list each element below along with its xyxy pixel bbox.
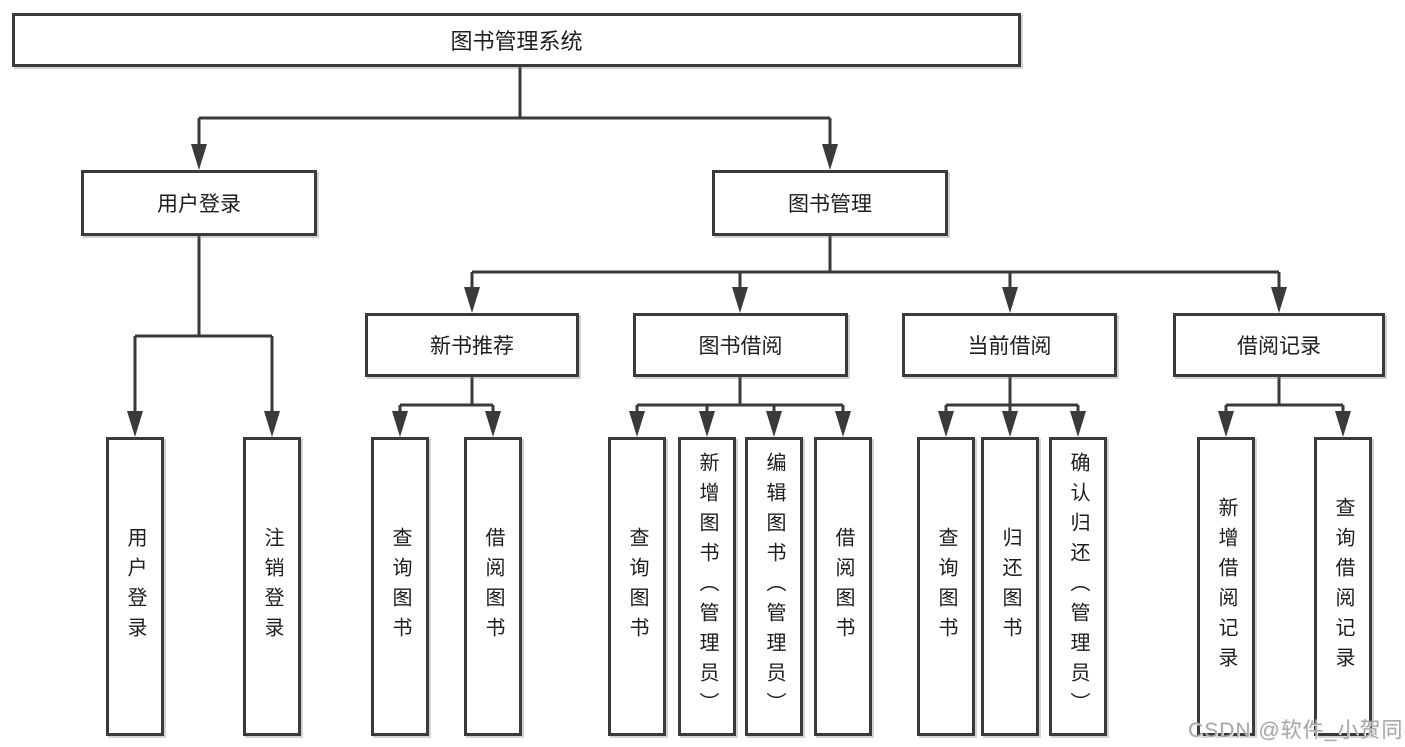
leaf-label: 查询图书 [935, 526, 957, 647]
leaf-borrowing-query-books: 查询图书 [608, 437, 666, 736]
leaf-records-add-record: 新增借阅记录 [1197, 437, 1255, 736]
node-current-borrowing: 当前借阅 [902, 313, 1117, 377]
leaf-label: 编辑图书（管理员） [763, 451, 785, 722]
node-label: 当前借阅 [967, 335, 1052, 358]
leaf-label: 归还图书 [999, 526, 1021, 647]
leaf-logout: 注销登录 [243, 437, 301, 736]
node-borrowing-records: 借阅记录 [1173, 313, 1385, 377]
leaf-newbooks-query-books: 查询图书 [371, 437, 429, 736]
leaf-label: 用户登录 [124, 526, 146, 647]
node-label: 新书推荐 [430, 335, 514, 358]
node-label: 图书管理系统 [450, 29, 583, 54]
node-book-borrowing: 图书借阅 [633, 313, 848, 377]
leaf-current-return-books: 归还图书 [981, 437, 1039, 736]
leaf-label: 查询图书 [389, 526, 411, 647]
node-book-management: 图书管理 [712, 170, 948, 236]
leaf-label: 确认归还（管理员） [1067, 451, 1089, 722]
arrowheads [127, 144, 1351, 437]
leaf-newbooks-borrow-books: 借阅图书 [464, 437, 522, 736]
node-label: 图书借阅 [698, 335, 783, 358]
leaf-label: 新增借阅记录 [1215, 496, 1237, 677]
node-label: 用户登录 [157, 193, 241, 216]
leaf-label: 借阅图书 [832, 526, 854, 647]
node-label: 图书管理 [788, 193, 872, 216]
leaf-borrowing-add-books-admin: 新增图书（管理员） [678, 437, 736, 736]
leaf-label: 注销登录 [261, 526, 283, 647]
node-user-login-branch: 用户登录 [81, 170, 317, 236]
node-label: 借阅记录 [1237, 335, 1321, 358]
leaf-label: 新增图书（管理员） [696, 451, 718, 722]
leaf-current-confirm-return-admin: 确认归还（管理员） [1049, 437, 1107, 736]
node-library-system: 图书管理系统 [12, 13, 1021, 67]
leaf-current-query-books: 查询图书 [917, 437, 975, 736]
leaf-label: 查询图书 [626, 526, 648, 647]
leaf-label: 借阅图书 [482, 526, 504, 647]
leaf-borrowing-borrow-books: 借阅图书 [814, 437, 872, 736]
node-new-book-recommendation: 新书推荐 [365, 313, 579, 377]
leaf-records-query-record: 查询借阅记录 [1314, 437, 1372, 736]
leaf-borrowing-edit-books-admin: 编辑图书（管理员） [745, 437, 803, 736]
leaf-user-login: 用户登录 [106, 437, 164, 736]
csdn-watermark: CSDN @软件_小贺同学 [1188, 719, 1405, 742]
leaf-label: 查询借阅记录 [1332, 496, 1354, 677]
